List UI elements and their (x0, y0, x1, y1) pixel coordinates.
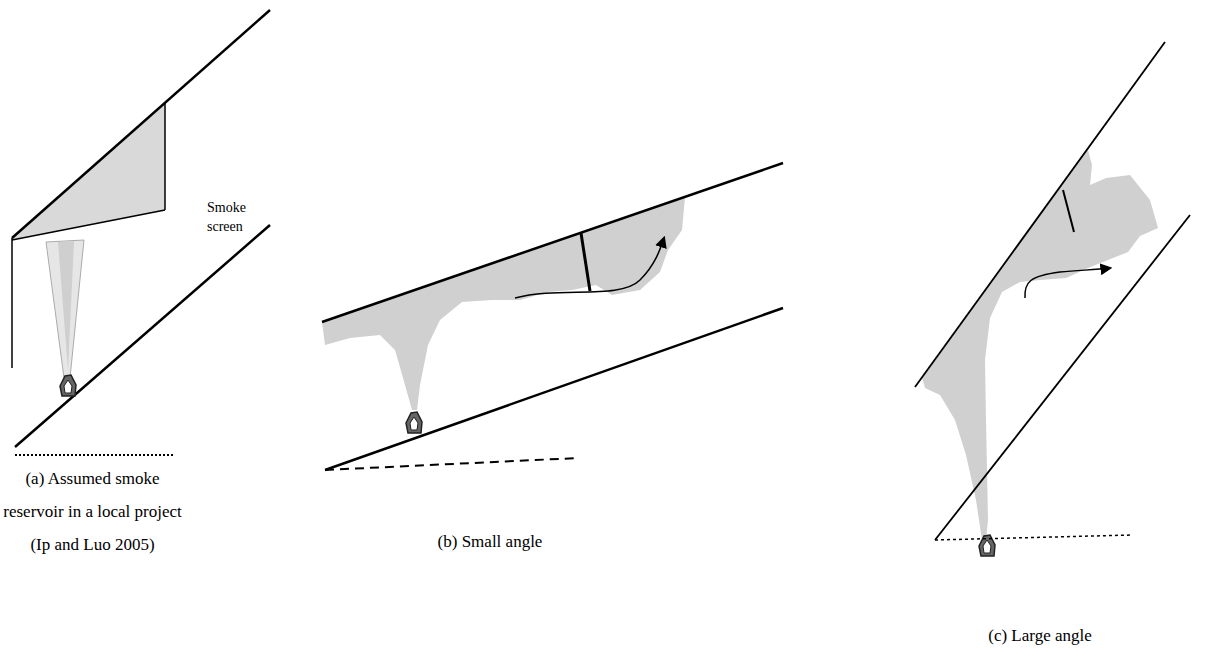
smoke-layer (922, 150, 1158, 540)
caption: (c) Large angle (950, 619, 1130, 652)
smoke-screen (581, 233, 590, 291)
caption: (a) Assumed smoke reservoir in a local p… (0, 462, 185, 561)
panel-a (12, 10, 270, 455)
tunnel-floor (15, 225, 270, 447)
fire-source (406, 412, 422, 433)
flow-arrow (515, 238, 664, 298)
tunnel-ceiling (12, 10, 270, 238)
portal-wall (11, 238, 13, 368)
caption: (b) Small angle (400, 525, 580, 558)
plume-core (58, 241, 74, 370)
fire-source (60, 375, 76, 396)
smoke-screen (164, 103, 166, 210)
flow-arrow (1025, 268, 1110, 298)
tunnel-floor (325, 308, 783, 470)
tunnel-floor (935, 215, 1190, 540)
tunnel-ceiling (915, 42, 1165, 387)
horizontal-reference (935, 535, 1132, 540)
panel-c (915, 42, 1190, 556)
smoke-screen (1063, 190, 1074, 232)
smoke-plume (46, 240, 84, 378)
callout-label: Smoke screen (207, 198, 267, 236)
horizontal-reference (325, 458, 578, 470)
reservoir-bottom (12, 210, 165, 240)
fire-source (979, 535, 995, 556)
panel-b (322, 163, 783, 470)
tunnel-ceiling (322, 163, 783, 322)
horizontal-reference (15, 454, 175, 456)
